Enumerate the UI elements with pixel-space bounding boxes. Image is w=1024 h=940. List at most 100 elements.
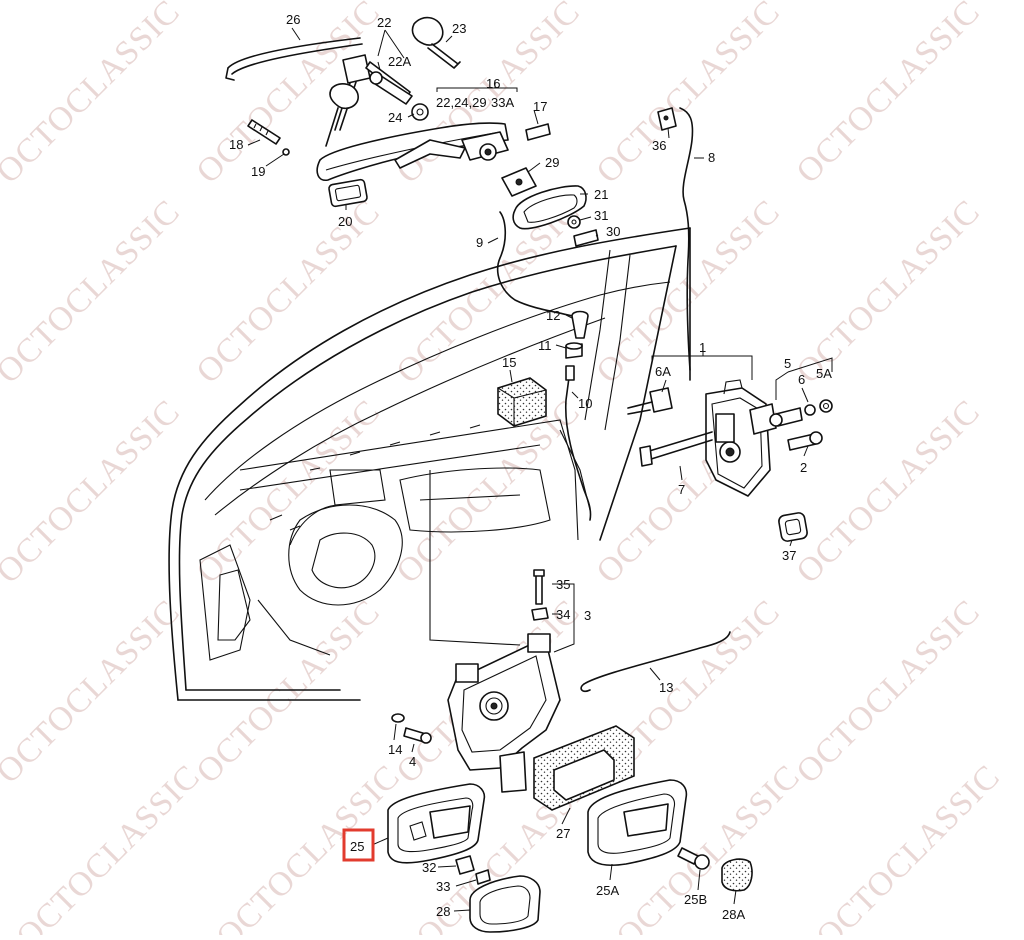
label-1: 1 xyxy=(699,340,706,355)
label-5a: 5A xyxy=(816,366,832,381)
label-36: 36 xyxy=(652,138,666,153)
label-30: 30 xyxy=(606,224,620,239)
part-27-foam-pad xyxy=(533,725,635,811)
outer-door-handle xyxy=(316,122,509,182)
part-14-washer xyxy=(391,713,405,723)
watermark-text: OCTOCLASSIC xyxy=(0,593,187,791)
label-20: 20 xyxy=(338,214,352,229)
label-15: 15 xyxy=(502,355,516,370)
label-4: 4 xyxy=(409,754,416,769)
leader-lines xyxy=(247,27,833,912)
watermark-text: OCTOCLASSIC xyxy=(189,193,387,391)
part-33-screw xyxy=(475,869,491,885)
part-29-lever xyxy=(501,167,537,197)
part-1-lock-assembly xyxy=(705,379,777,497)
part-18-screw xyxy=(247,119,290,156)
label-19: 19 xyxy=(251,164,265,179)
label-37: 37 xyxy=(782,548,796,563)
label-16-sub2: 33A xyxy=(491,95,514,110)
label-5: 5 xyxy=(784,356,791,371)
part-24-cap xyxy=(411,103,429,121)
part-20-gasket xyxy=(328,178,368,208)
part-22a-cylinder xyxy=(369,71,413,105)
part-21-gasket xyxy=(512,185,587,230)
watermark-text: OCTOCLASSIC xyxy=(809,758,1007,935)
watermark-text: OCTOCLASSIC xyxy=(789,593,987,791)
part-30-screw xyxy=(573,229,599,247)
highlight-box xyxy=(342,828,375,862)
label-23: 23 xyxy=(452,21,466,36)
part-17-screw xyxy=(525,123,551,141)
watermark-text: OCTOCLASSIC xyxy=(209,758,407,935)
part-labels: 26 22 23 22A 16 22,24,29 33A 17 24 18 19… xyxy=(229,12,832,922)
part-4-screw xyxy=(403,727,432,744)
label-32: 32 xyxy=(422,860,436,875)
label-13: 13 xyxy=(659,680,673,695)
label-25b: 25B xyxy=(684,892,707,907)
part-34-nut xyxy=(531,607,549,621)
label-10: 10 xyxy=(578,396,592,411)
watermark-text: OCTOCLASSIC xyxy=(189,593,387,791)
part-5-bolt xyxy=(769,407,803,427)
part-35-screw xyxy=(533,569,545,605)
part-2-screw xyxy=(787,431,823,451)
label-22a: 22A xyxy=(388,54,411,69)
part-31-washer xyxy=(567,215,581,229)
label-12: 12 xyxy=(546,308,560,323)
label-33: 33 xyxy=(436,879,450,894)
watermark-text: OCTOCLASSIC xyxy=(0,393,187,591)
label-25: 25 xyxy=(350,839,364,854)
watermark-text: OCTOCLASSIC xyxy=(789,0,987,191)
part-37-grommet xyxy=(778,512,808,542)
label-24: 24 xyxy=(388,110,402,125)
label-26: 26 xyxy=(286,12,300,27)
watermark-text: OCTOCLASSIC xyxy=(389,393,587,591)
part-25-handle-trim xyxy=(387,783,486,864)
part-8-rod xyxy=(679,107,694,371)
label-29: 29 xyxy=(545,155,559,170)
part-10-rod xyxy=(564,365,592,521)
label-27: 27 xyxy=(556,826,570,841)
part-28-cover xyxy=(469,875,541,933)
label-6: 6 xyxy=(798,372,805,387)
part-11-sleeve xyxy=(565,342,583,359)
part-23-key xyxy=(411,16,461,69)
part-36-clip xyxy=(657,107,677,131)
part-25b-screw xyxy=(677,847,710,870)
part-6-washer xyxy=(804,404,816,416)
label-7: 7 xyxy=(678,482,685,497)
label-11: 11 xyxy=(538,338,552,353)
label-17: 17 xyxy=(533,99,547,114)
watermark-text: OCTOCLASSIC xyxy=(389,193,587,391)
part-25a-handle-trim xyxy=(587,779,688,867)
label-3: 3 xyxy=(584,608,591,623)
label-9: 9 xyxy=(476,235,483,250)
label-8: 8 xyxy=(708,150,715,165)
label-16-sub: 22,24,29 xyxy=(436,95,487,110)
label-34: 34 xyxy=(556,607,570,622)
label-18: 18 xyxy=(229,137,243,152)
part-9-rod xyxy=(496,211,581,319)
part-26-rod xyxy=(225,37,363,81)
label-28a: 28A xyxy=(722,907,745,922)
label-14: 14 xyxy=(388,742,402,757)
label-2: 2 xyxy=(800,460,807,475)
label-28: 28 xyxy=(436,904,450,919)
label-22: 22 xyxy=(377,15,391,30)
part-13-rod xyxy=(580,631,731,693)
part-5a-washer xyxy=(819,399,833,413)
part-28a-cap xyxy=(721,858,753,892)
watermark-text: OCTOCLASSIC xyxy=(9,758,207,935)
watermark-text: OCTOCLASSIC xyxy=(789,193,987,391)
part-3-window-mechanism xyxy=(447,633,561,793)
part-12-knob xyxy=(571,310,589,339)
part-7-arm xyxy=(639,431,713,467)
part-32-cap xyxy=(455,855,475,875)
watermark-text: OCTOCLASSIC xyxy=(0,0,187,191)
label-21: 21 xyxy=(594,187,608,202)
watermark-text: OCTOCLASSIC xyxy=(789,393,987,591)
label-31: 31 xyxy=(594,208,608,223)
part-15-foam-block xyxy=(497,377,547,427)
